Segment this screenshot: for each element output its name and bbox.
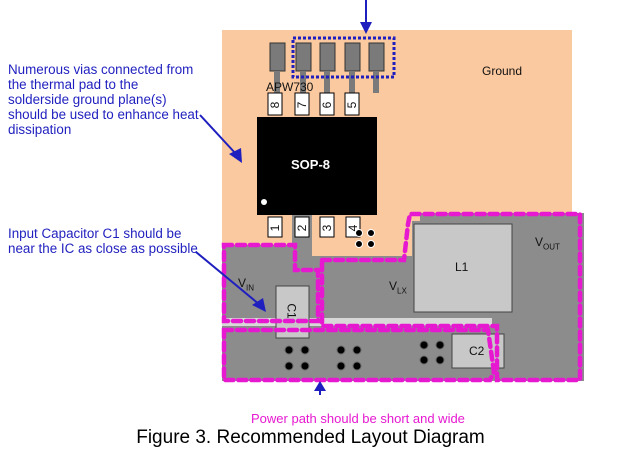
- pin-group-highlight: [291, 36, 396, 79]
- top-pin-boxes: [267, 92, 360, 116]
- ground-label: Ground: [482, 64, 523, 78]
- top-pin-traces: [274, 71, 379, 93]
- l1-label: L1: [455, 260, 469, 274]
- vin-label: VIN: [238, 276, 254, 292]
- vin-sub: IN: [246, 283, 255, 293]
- ground-gap-right: [412, 213, 420, 221]
- pin-label-2: 2: [295, 224, 309, 232]
- power-vias: [284, 340, 445, 371]
- pin-label-6: 6: [320, 101, 334, 109]
- figure-caption: Figure 3. Recommended Layout Diagram: [136, 427, 485, 448]
- pin-label-4: 4: [346, 224, 360, 232]
- ic-name: APW730: [266, 80, 314, 94]
- thermal-vias: [355, 229, 375, 248]
- vlx-sub: LX: [397, 286, 407, 296]
- c1-label: C1: [284, 303, 299, 319]
- vias-note: Numerous vias connected from the thermal…: [8, 62, 199, 137]
- vlx-label: VLX: [389, 279, 407, 295]
- pad-5: [344, 42, 361, 72]
- capacitor-note: Input Capacitor C1 should be near the IC…: [8, 226, 198, 256]
- power-path-note: Power path should be short and wide: [251, 411, 465, 426]
- inductor-l1: [413, 223, 513, 313]
- pin1-dot: [261, 199, 267, 205]
- pad-6: [319, 42, 336, 72]
- pin-label-3: 3: [320, 224, 334, 232]
- pad-extra: [368, 42, 385, 72]
- pad-8: [269, 42, 286, 72]
- c2-label: C2: [469, 344, 485, 358]
- pin-label-8: 8: [268, 101, 282, 109]
- package-label: SOP-8: [291, 157, 331, 172]
- chip-body: [257, 117, 377, 215]
- top-pin-pads: [269, 42, 385, 72]
- vin-main: V: [238, 276, 247, 290]
- vout-sub: OUT: [543, 242, 560, 252]
- copper-divider: [222, 318, 492, 326]
- vout-label: VOUT: [535, 235, 560, 251]
- power-path-outlines: [221, 211, 583, 383]
- pin-label-5: 5: [345, 101, 359, 109]
- pin-label-1: 1: [268, 224, 282, 232]
- pin-label-7: 7: [295, 101, 309, 109]
- vlx-main: V: [389, 279, 398, 293]
- annotation-arrows: [195, 0, 372, 395]
- vout-main: V: [535, 235, 544, 249]
- pad-7: [295, 42, 312, 72]
